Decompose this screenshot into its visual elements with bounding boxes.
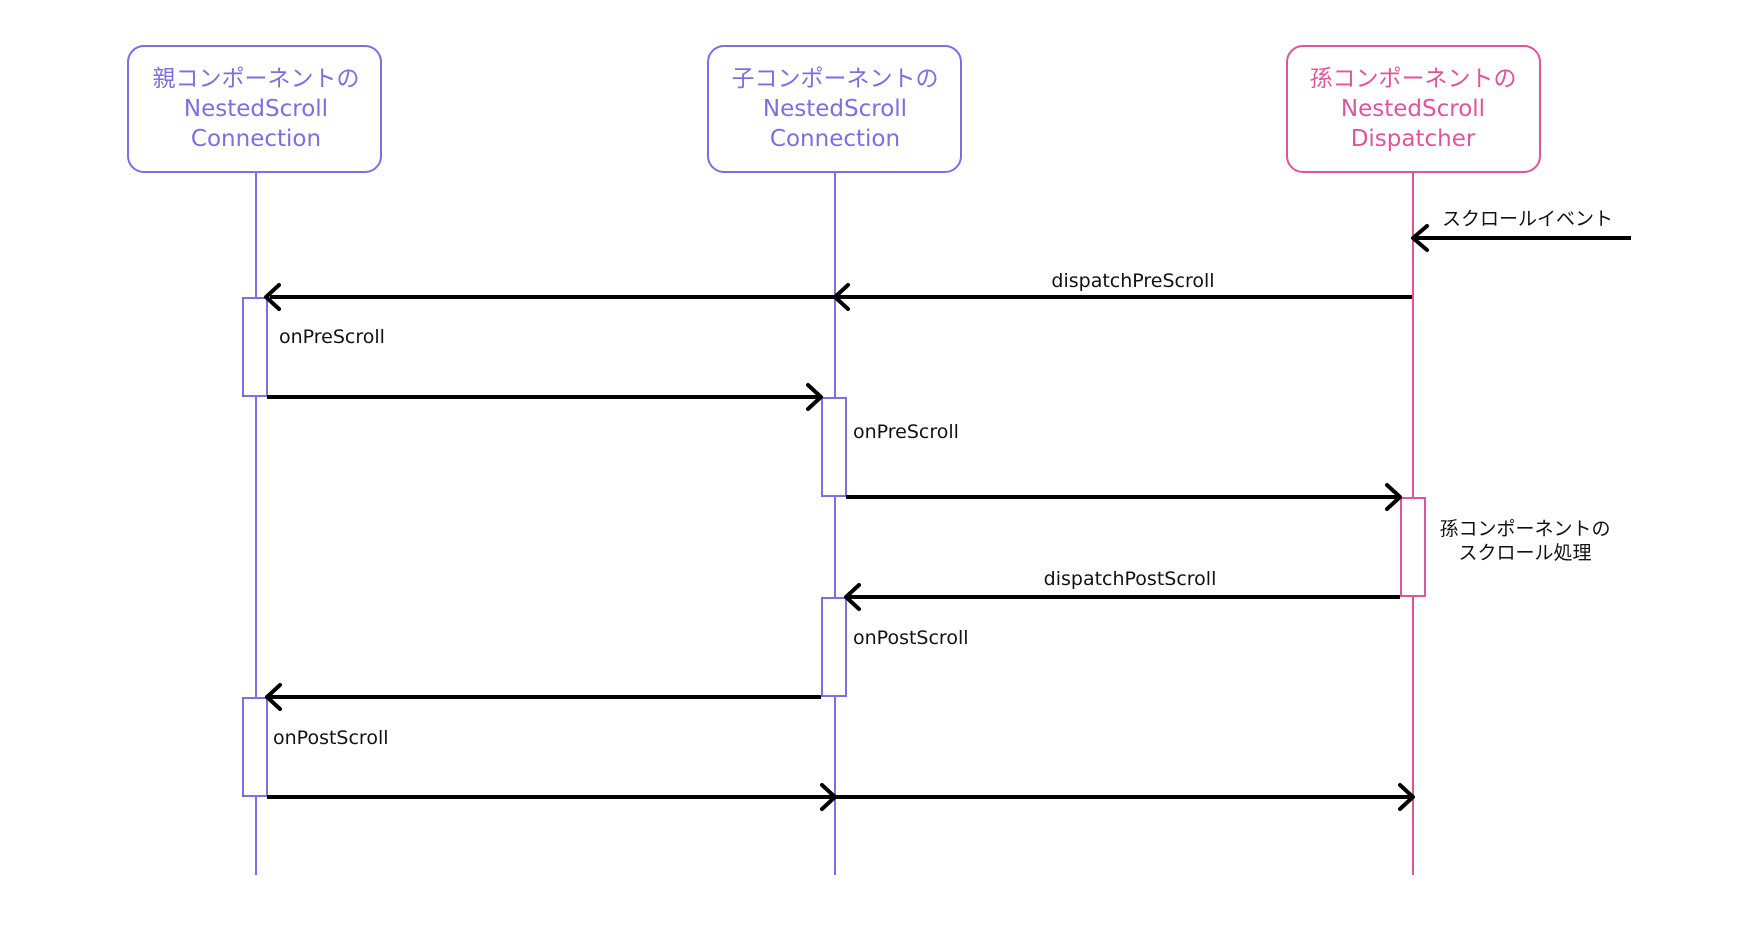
parent-activation-post xyxy=(242,697,268,797)
child-activation-post xyxy=(821,597,847,697)
parent-actor-line3: Connection xyxy=(191,126,321,152)
child-activation-pre xyxy=(821,397,847,497)
on-post-scroll-parent-label: onPostScroll xyxy=(273,727,389,749)
grandchild-actor-line1: 孫コンポーネントの xyxy=(1310,66,1517,92)
scroll-event-label: スクロールイベント xyxy=(1442,208,1613,230)
on-pre-scroll-child-label: onPreScroll xyxy=(853,421,959,443)
dispatch-post-scroll-arrow xyxy=(844,583,1400,611)
parent-actor-line1: 親コンポーネントの xyxy=(153,66,360,92)
grandchild-actor-line2: NestedScroll xyxy=(1341,96,1485,122)
grandchild-actor: 孫コンポーネントの NestedScroll Dispatcher xyxy=(1286,45,1541,173)
scroll-event-arrow xyxy=(1411,224,1631,252)
child-actor-line1: 子コンポーネントの xyxy=(732,66,939,92)
parent-activation-pre xyxy=(242,297,268,397)
parent-to-grandchild-post-arrow xyxy=(267,783,1415,811)
child-actor-line3: Connection xyxy=(770,126,900,152)
on-post-scroll-child-label: onPostScroll xyxy=(853,627,969,649)
child-to-grandchild-arrow xyxy=(846,483,1402,511)
parent-to-child-pre-arrow xyxy=(267,383,823,411)
child-actor: 子コンポーネントの NestedScroll Connection xyxy=(707,45,962,173)
dispatch-post-scroll-label: dispatchPostScroll xyxy=(1044,568,1217,590)
dispatch-pre-scroll-label: dispatchPreScroll xyxy=(1051,270,1214,292)
child-actor-box xyxy=(707,45,962,173)
child-to-parent-post-arrow xyxy=(265,683,821,711)
parent-actor: 親コンポーネントの NestedScroll Connection xyxy=(127,45,382,173)
dispatch-pre-scroll-arrow xyxy=(264,283,1412,311)
parent-actor-box xyxy=(127,45,382,173)
on-pre-scroll-parent-label: onPreScroll xyxy=(279,326,385,348)
parent-actor-line2: NestedScroll xyxy=(184,96,328,122)
grandchild-processing-line2: スクロール処理 xyxy=(1458,542,1591,564)
grandchild-actor-box xyxy=(1286,45,1541,173)
grandchild-actor-line3: Dispatcher xyxy=(1351,126,1476,152)
grandchild-processing-line1: 孫コンポーネントの xyxy=(1439,518,1610,540)
child-actor-line2: NestedScroll xyxy=(763,96,907,122)
grandchild-activation xyxy=(1400,497,1426,597)
